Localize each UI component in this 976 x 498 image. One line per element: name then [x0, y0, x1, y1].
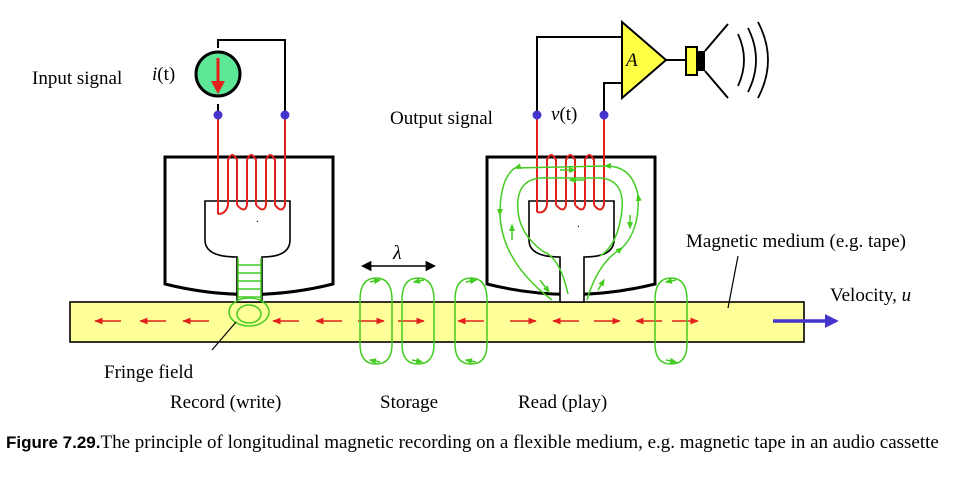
write-head: .	[163, 155, 335, 303]
amplifier-label: A	[624, 50, 638, 71]
output-terminal	[532, 110, 542, 120]
output-wires	[536, 36, 685, 117]
fringe-leader	[211, 321, 237, 351]
input-terminal	[213, 110, 223, 120]
fringe-field-label: Fringe field	[104, 362, 194, 383]
read-flux-lines	[496, 162, 642, 301]
lambda-label: λ	[392, 242, 402, 264]
velocity-label: Velocity, u	[830, 285, 911, 306]
amplifier-icon	[621, 19, 668, 101]
current-source-icon	[194, 50, 242, 98]
storage-flux-loops	[359, 277, 688, 365]
write-coil	[217, 115, 286, 215]
fringe-field	[228, 258, 270, 327]
medium-leader	[727, 255, 739, 309]
storage-label: Storage	[380, 392, 438, 413]
input-signal-symbol: i(t)	[152, 64, 175, 85]
medium-label: Magnetic medium (e.g. tape)	[686, 231, 906, 252]
read-label: Read (play)	[518, 392, 607, 413]
output-signal-label: Output signal	[390, 108, 493, 129]
output-terminal	[599, 110, 609, 120]
figure-caption: Figure 7.29.The principle of longitudina…	[6, 432, 970, 454]
record-label: Record (write)	[170, 392, 281, 413]
input-terminal	[280, 110, 290, 120]
magnetic-tape	[69, 301, 805, 343]
svg-text:.: .	[256, 213, 259, 225]
caption-text: The principle of longitudinal magnetic r…	[100, 432, 939, 453]
output-signal-symbol: v(t)	[551, 104, 577, 125]
input-signal-label: Input signal	[32, 68, 122, 89]
svg-text:.: .	[577, 218, 580, 230]
speaker-icon	[685, 21, 769, 99]
figure-number: Figure 7.29.	[6, 433, 101, 452]
